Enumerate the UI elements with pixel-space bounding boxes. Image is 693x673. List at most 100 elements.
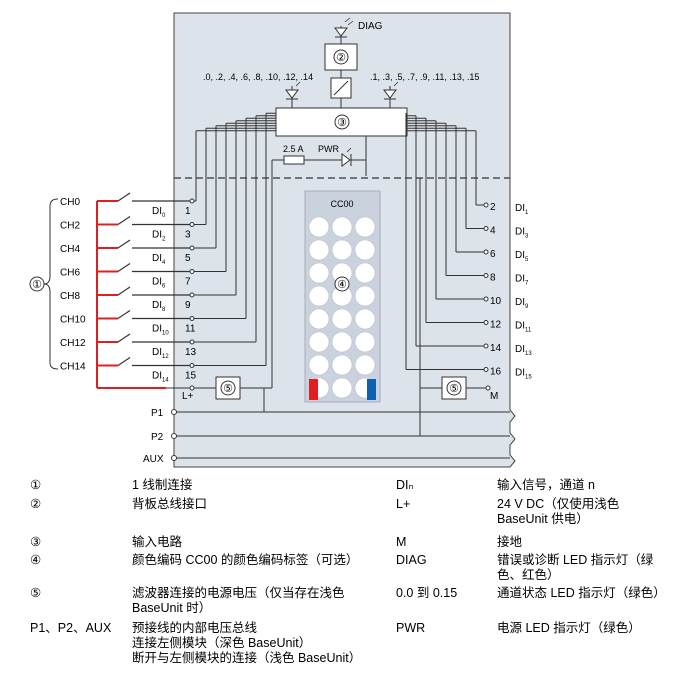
legend-description: 预接线的内部电压总线连接左侧模块（深色 BaseUnit）断开与左侧模块的连接（… (132, 621, 362, 665)
legend-symbol: L+ (396, 497, 411, 511)
wiring-diagram: DIAG ② .0, .2, .4, .6, .8, .10, .12, .14… (29, 12, 532, 468)
channel-label: CH6 (60, 268, 80, 279)
left-di-label: DI12 (152, 347, 169, 360)
right-terminal-number: 4 (490, 226, 496, 237)
legend-key: ④ (30, 553, 42, 567)
right-terminal (483, 367, 489, 372)
legend-key: ⑤ (30, 586, 42, 600)
right-di-label: DI5 (515, 250, 529, 263)
left-di-label: DI6 (152, 277, 166, 290)
left-terminal-number: 9 (185, 300, 191, 311)
callout-3-label: ③ (337, 117, 347, 129)
left-led-channels: .0, .2, .4, .6, .8, .10, .12, .14 (203, 72, 313, 82)
left-terminal-number: 11 (185, 324, 196, 335)
left-terminal (189, 222, 195, 227)
color-code-text: CC00 (330, 199, 353, 209)
aux-terminal (171, 455, 177, 461)
legend-key: ③ (30, 535, 42, 549)
color-code-slot (354, 216, 376, 238)
color-code-slot (331, 377, 353, 399)
left-di-label: DI2 (152, 230, 166, 243)
color-code-slot (308, 262, 330, 284)
left-terminal-number: 3 (185, 230, 191, 241)
input-switch (117, 310, 131, 319)
left-terminal (189, 316, 195, 321)
blue-color-tab (367, 379, 376, 400)
legend-symbol: DIₙ (396, 478, 414, 492)
legend-description: 颜色编码 CC00 的颜色编码标签（可选） (132, 553, 359, 567)
right-di-label: DI9 (515, 297, 529, 310)
color-code-slot (354, 262, 376, 284)
right-di-label: DI1 (515, 203, 529, 216)
right-terminal-number: 8 (490, 273, 496, 284)
color-code-slot (308, 239, 330, 261)
callout-5-right-label: ⑤ (449, 383, 459, 395)
right-di-label: DI3 (515, 227, 529, 240)
right-terminal-number: 2 (490, 202, 496, 213)
right-di-label: DI15 (515, 368, 532, 381)
right-terminal (483, 202, 489, 208)
right-terminal-number: 6 (490, 249, 496, 260)
channel-label: CH8 (60, 291, 80, 302)
input-switch (117, 286, 131, 296)
channel-label: CH0 (60, 197, 80, 208)
legend-description: 背板总线接口 (132, 497, 208, 511)
legend-symbol-description: 错误或诊断 LED 指示灯（绿色、红色） (497, 553, 654, 582)
left-terminal (189, 269, 195, 274)
bus-p1-label: P1 (151, 408, 164, 419)
right-terminal (483, 320, 489, 325)
legend-symbol-description: 输入信号，通道 n (497, 478, 595, 492)
input-switch (117, 263, 131, 272)
legend-key: P1、P2、AUX (30, 621, 112, 635)
channel-brace (43, 198, 59, 370)
legend-key: ① (30, 478, 42, 492)
red-color-tab (309, 379, 318, 400)
left-channel-led-icon (285, 81, 301, 108)
fuse-icon (283, 155, 305, 165)
legend-symbol: 0.0 到 0.15 (396, 586, 458, 600)
legend-symbol: M (396, 535, 407, 549)
left-di-label: DI8 (152, 300, 166, 313)
legend-symbol-description: 通道状态 LED 指示灯（绿色） (497, 586, 666, 600)
left-terminal-number: 15 (185, 371, 197, 382)
left-terminal-number: 13 (185, 347, 197, 358)
color-code-slot (354, 308, 376, 330)
color-code-slot (354, 354, 376, 376)
legend-key: ② (30, 497, 42, 511)
right-terminal (483, 226, 489, 231)
left-di-label: DI14 (152, 371, 169, 384)
left-terminal (189, 292, 195, 298)
color-code-slot (331, 216, 353, 238)
color-code-slot (331, 239, 353, 261)
left-terminal-number: 1 (185, 206, 191, 217)
left-di-label: DI0 (152, 206, 166, 219)
color-code-slot (308, 216, 330, 238)
lplus-label: L+ (182, 391, 194, 402)
left-terminal-number: 7 (185, 277, 191, 288)
channel-label: CH2 (60, 221, 80, 232)
diag-led-icon (334, 17, 354, 44)
diag-label: DIAG (358, 21, 383, 32)
legend-description: 输入电路 (132, 535, 183, 549)
left-terminal (189, 245, 195, 251)
color-code-slots (308, 216, 376, 400)
right-terminal (483, 296, 489, 302)
input-switch (117, 239, 131, 249)
right-channel-led-icon (383, 81, 399, 108)
color-code-slot (354, 239, 376, 261)
channel-label: CH14 (60, 362, 86, 373)
callout-1 (29, 276, 45, 292)
channel-label: CH4 (60, 244, 80, 255)
left-di-label: DI4 (152, 253, 166, 266)
color-code-slot (331, 308, 353, 330)
fuse-label: 2.5 A (283, 144, 304, 154)
color-code-slot (354, 285, 376, 307)
callout-4-label: ④ (337, 279, 347, 291)
legend-description: 1 线制连接 (132, 478, 193, 492)
legend-symbol: PWR (396, 621, 426, 635)
callout-1-label: ① (32, 279, 42, 291)
callout-5-left (220, 380, 236, 396)
color-code-slot (331, 331, 353, 353)
lplus-terminal (189, 385, 195, 391)
